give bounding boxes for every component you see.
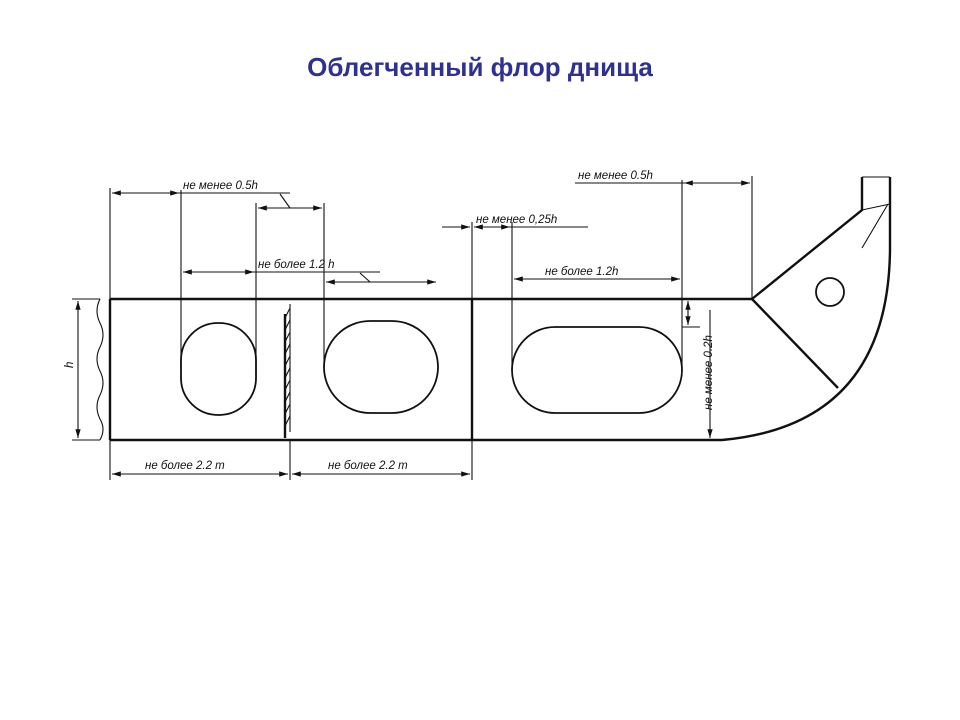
dim-label-small-center: не менее 0,25h bbox=[476, 214, 557, 226]
break-line bbox=[96, 298, 104, 441]
dim-label-mid-right: не более 1.2h bbox=[545, 266, 618, 278]
slide-title: Облегченный флор днища bbox=[307, 52, 653, 82]
stiffener bbox=[283, 304, 291, 438]
extension-lines bbox=[109, 176, 753, 480]
floor-plate bbox=[108, 176, 892, 442]
bracket-hole bbox=[815, 277, 845, 307]
lightening-hole-1 bbox=[180, 322, 257, 416]
lightening-hole-2 bbox=[323, 320, 439, 414]
dim-label-height: h bbox=[64, 362, 76, 368]
dim-label-top-right: не менее 0.5h bbox=[578, 170, 653, 182]
dim-label-mid-left: не более 1.2 h bbox=[258, 259, 335, 271]
dim-label-bottom-left: не более 2.2 m bbox=[145, 460, 225, 472]
dim-label-vertical-edge: не менее 0.2h bbox=[703, 335, 715, 410]
lightening-hole-3 bbox=[511, 326, 683, 414]
dim-label-top-left: не менее 0.5h bbox=[183, 180, 258, 192]
dimension-lines bbox=[72, 180, 750, 477]
dim-label-bottom-right: не более 2.2 m bbox=[328, 460, 408, 472]
